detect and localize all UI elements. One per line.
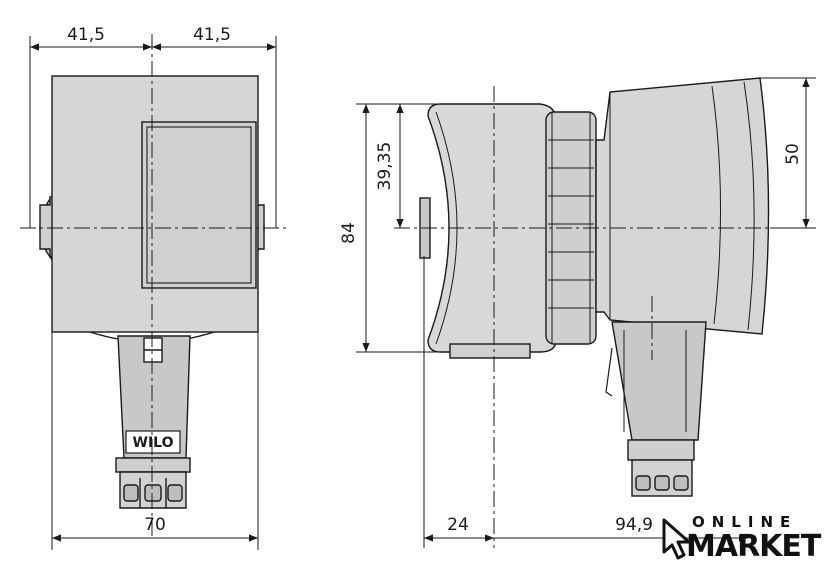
logo-line2: MARKET <box>686 529 822 564</box>
side-terminal-box <box>611 321 707 441</box>
front-view <box>39 75 265 509</box>
dim-side-height: 84 <box>339 222 359 244</box>
cursor-icon <box>662 518 691 560</box>
front-centerlines <box>20 34 290 540</box>
side-view <box>419 77 770 497</box>
logo-line1: ONLINE <box>692 513 797 531</box>
front-plug-collar <box>115 457 191 473</box>
wilo-badge: WILO <box>125 430 181 454</box>
dim-bottom-length: 94,9 <box>615 515 653 535</box>
side-centerlines <box>394 86 790 548</box>
front-control-panel <box>141 121 257 289</box>
side-dimensions <box>356 77 816 548</box>
side-plug-collar <box>627 439 695 461</box>
dim-top-right-width: 41,5 <box>193 25 231 45</box>
svg-text:WILO: WILO <box>133 435 174 451</box>
dim-bottom-width: 70 <box>144 515 166 535</box>
front-dimensions <box>29 36 277 550</box>
online-market-logo: ONLINE MARKET <box>662 513 823 564</box>
side-motor-housing <box>595 77 770 335</box>
dim-side-upper-height: 39,35 <box>375 142 395 191</box>
dim-top-left-width: 41,5 <box>67 25 105 45</box>
dim-bottom-offset: 24 <box>447 515 469 535</box>
dim-side-right-height: 50 <box>783 143 803 165</box>
